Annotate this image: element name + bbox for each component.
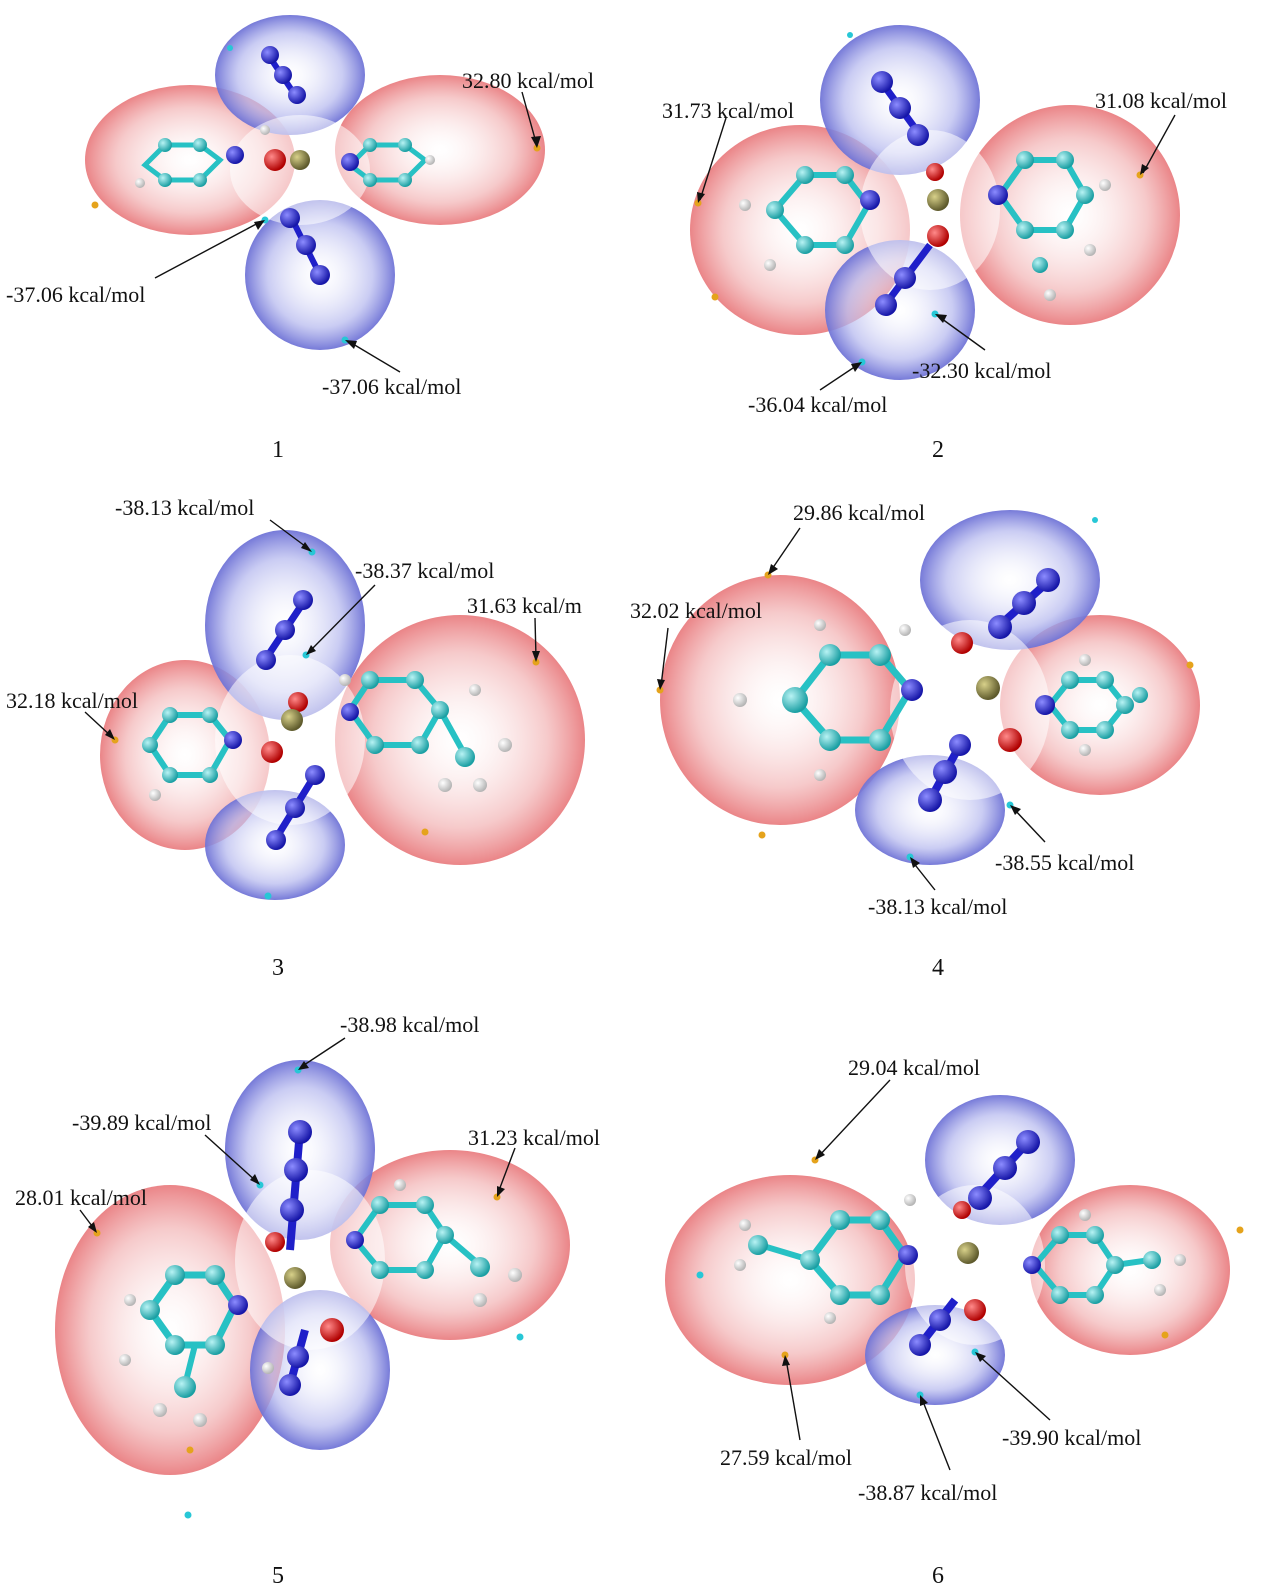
esp-label: 31.08 kcal/mol	[1095, 88, 1227, 113]
molecule	[135, 46, 435, 285]
esp-surface	[85, 15, 545, 350]
panel-2: 31.73 kcal/mol 31.08 kcal/mol -32.30 kca…	[662, 25, 1227, 463]
molecule	[119, 1120, 522, 1427]
esp-surface	[660, 510, 1200, 865]
esp-label: -38.13 kcal/mol	[868, 894, 1007, 919]
molecule	[142, 590, 512, 850]
esp-label: -36.04 kcal/mol	[748, 392, 887, 417]
esp-label: 29.04 kcal/mol	[848, 1055, 980, 1080]
esp-label: 31.73 kcal/mol	[662, 98, 794, 123]
panel-3: -38.13 kcal/mol -38.37 kcal/mol 31.63 kc…	[6, 495, 585, 981]
panel-number: 3	[272, 955, 284, 981]
esp-surface	[665, 1095, 1230, 1405]
esp-label: 31.23 kcal/mol	[468, 1125, 600, 1150]
molecule	[739, 71, 1111, 316]
esp-label: -37.06 kcal/mol	[6, 282, 145, 307]
esp-label: 32.80 kcal/mol	[462, 68, 594, 93]
esp-label: 31.63 kcal/m	[467, 593, 582, 618]
molecule	[734, 1130, 1186, 1356]
panel-number: 2	[932, 437, 944, 463]
esp-label: -39.89 kcal/mol	[72, 1110, 211, 1135]
panel-4: 29.86 kcal/mol 32.02 kcal/mol -38.55 kca…	[630, 500, 1200, 981]
esp-label: -38.55 kcal/mol	[995, 850, 1134, 875]
molecule	[733, 568, 1148, 812]
esp-label: 28.01 kcal/mol	[15, 1185, 147, 1210]
esp-label: 32.18 kcal/mol	[6, 688, 138, 713]
esp-label: 27.59 kcal/mol	[720, 1445, 852, 1470]
esp-label: -39.90 kcal/mol	[1002, 1425, 1141, 1450]
esp-label: -37.06 kcal/mol	[322, 374, 461, 399]
panel-5: -38.98 kcal/mol -39.89 kcal/mol 31.23 kc…	[15, 1012, 600, 1589]
esp-label: -38.37 kcal/mol	[355, 558, 494, 583]
panel-1: 32.80 kcal/mol -37.06 kcal/mol -37.06 kc…	[6, 15, 594, 463]
panel-number: 4	[932, 955, 944, 981]
panel-6: 29.04 kcal/mol 27.59 kcal/mol -39.90 kca…	[665, 1055, 1244, 1589]
esp-label: -38.87 kcal/mol	[858, 1480, 997, 1505]
panel-number: 1	[272, 437, 284, 463]
panel-number: 6	[932, 1563, 944, 1589]
esp-surface	[55, 1060, 570, 1475]
esp-label: 32.02 kcal/mol	[630, 598, 762, 623]
panel-number: 5	[272, 1563, 284, 1589]
esp-label: -32.30 kcal/mol	[912, 358, 1051, 383]
esp-label: -38.98 kcal/mol	[340, 1012, 479, 1037]
esp-label: -38.13 kcal/mol	[115, 495, 254, 520]
esp-label: 29.86 kcal/mol	[793, 500, 925, 525]
